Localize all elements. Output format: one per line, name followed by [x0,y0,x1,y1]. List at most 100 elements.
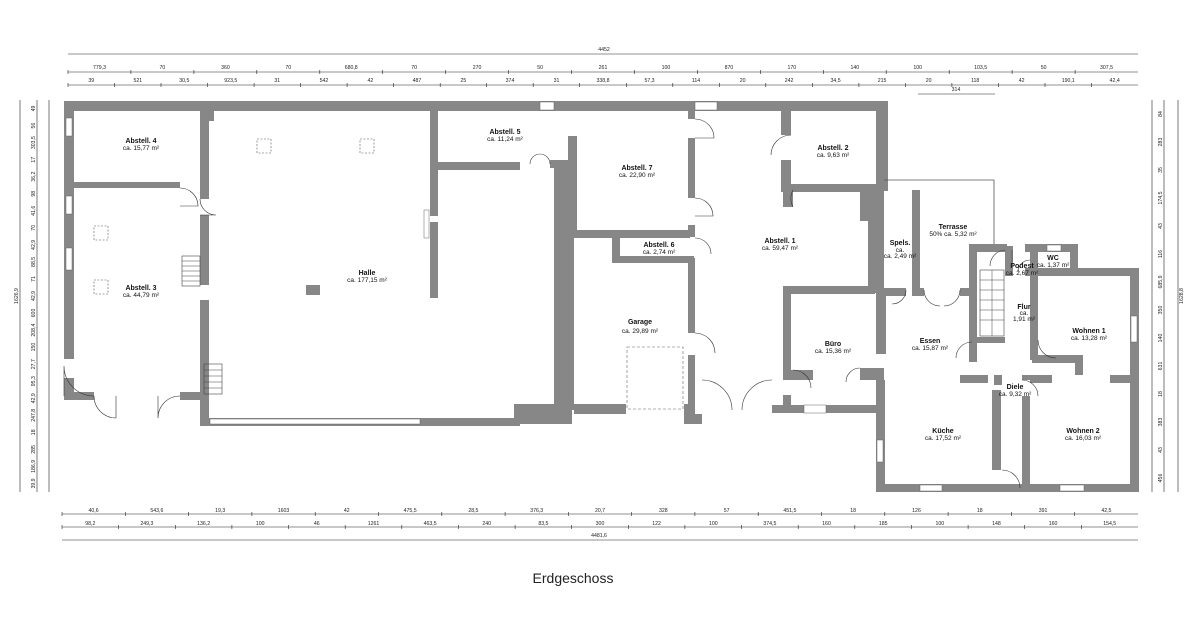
dim-bottom-row2-label: 160 [1049,521,1058,527]
room-abstell6-area: ca. 2,74 m² [643,249,676,256]
room-abstell1-name: Abstell. 1 [764,238,795,245]
dim-bottom-row1-label: 57 [724,508,730,514]
dim-top-row2-label: 39 [88,78,94,84]
garage-door-outline [626,346,684,410]
dim-bottom-row2-label: 83,5 [538,521,548,527]
room-flur-prefix: ca. [1020,310,1029,317]
dim-right-label: 174,5 [1158,191,1164,204]
dim-top-row2-label: 215 [878,78,887,84]
dim-left-label: 42,9 [31,240,37,250]
dim-bottom-row2-label: 463,5 [424,521,437,527]
room-spels-prefix: ca. [896,247,905,254]
dim-top-row2-label: 20 [740,78,746,84]
dim-left-label: 70 [31,225,37,231]
dim-top-row1-label: 870 [725,65,734,71]
dim-right-label: 631 [1158,362,1164,371]
walls [64,101,1139,492]
dim-right-label: 84 [1158,111,1164,117]
dim-left-label: 49 [31,106,37,112]
dim-top-row1-label: 103,5 [974,65,987,71]
dim-bottom-row1-label: 18 [850,508,856,514]
left-dimensions: 1626,9 4956303,51736,29841,67042,988,571… [14,100,50,492]
room-diele-area: ca. 9,32 m² [999,391,1032,398]
dim-top-row2-label: 31 [274,78,280,84]
room-terrasse-area: 50% ca. 5,32 m² [929,231,977,238]
dim-top-row2-label: 42 [368,78,374,84]
room-abstell7-area: ca. 22,90 m² [619,172,656,179]
room-terrasse-name: Terrasse [939,224,968,231]
dim-bottom-row1-label: 20,7 [595,508,605,514]
terrace-outline [884,179,1013,262]
dim-top-row1-label: 680,8 [345,65,358,71]
dim-right-label: 685,9 [1158,275,1164,288]
dim-left-label: 27,7 [31,359,37,369]
dim-top-row1-label: 100 [913,65,922,71]
dim-top-row1-label: 70 [285,65,291,71]
dim-top-row2-label: 42 [1019,78,1025,84]
dim-bottom-row1-label: 1603 [278,508,290,514]
dim-top-row2-label: 521 [133,78,142,84]
dim-right-label: 43 [1158,447,1164,453]
dim-left-label: 303,5 [31,136,37,149]
dim-right-label: 140 [1158,334,1164,343]
dim-left-label: 41,6 [31,206,37,216]
dim-top-row2-label: 31 [554,78,560,84]
dim-left-label: 285 [31,445,37,454]
dim-bottom-row1-label: 543,6 [150,508,163,514]
dim-top-row2-label: 42,4 [1110,78,1120,84]
room-abstell7-name: Abstell. 7 [621,165,652,172]
room-abstell4-area: ca. 15,77 m² [123,145,160,152]
room-abstell2-name: Abstell. 2 [817,145,848,152]
room-kueche-name: Küche [932,428,954,435]
dim-bottom-row2-label: 240 [482,521,491,527]
dim-bottom-row2-label: 122 [652,521,661,527]
room-podest-area: ca. 2,67 m² [1006,270,1039,277]
dim-bottom-total: 4481,6 [591,533,607,539]
dim-left-label: 186,9 [31,460,37,473]
dim-bottom-row2-label: 249,3 [140,521,153,527]
stairs [181,255,1005,395]
dim-bottom-row1-label: 19,3 [215,508,225,514]
dim-right-label: 43 [1158,223,1164,229]
dim-right-label: 350 [1158,306,1164,315]
dim-bottom-row1-label: 376,3 [530,508,543,514]
dim-top-row1-label: 50 [1041,65,1047,71]
dim-bottom-row2-label: 1261 [368,521,380,527]
room-flur-area: 1,91 m² [1013,316,1036,323]
dim-top-row1-label: 70 [411,65,417,71]
dim-bottom-row1-label: 42 [344,508,350,514]
dim-bottom-row2-label: 185 [879,521,888,527]
room-abstell3-area: ca. 44,79 m² [123,292,160,299]
room-kueche-area: ca. 17,52 m² [925,435,962,442]
dim-left-label: 150 [31,343,37,352]
room-buero-area: ca. 15,36 m² [815,348,852,355]
dim-bottom-row1-label: 328 [659,508,668,514]
dim-top-314: 314 [952,87,961,93]
dim-top-row2-label: 118 [971,78,979,84]
room-garage-name: Garage [628,319,652,326]
dim-left-label: 56 [31,123,37,129]
dim-top-row1-label: 140 [850,65,859,71]
dim-bottom-row2-label: 46 [314,521,320,527]
dim-top-row1-label: 270 [473,65,482,71]
room-abstell1-area: ca. 59,47 m² [762,245,799,252]
room-wohnen1-area: ca. 13,28 m² [1071,335,1108,342]
room-abstell6-name: Abstell. 6 [643,242,674,249]
dim-left-label: 17 [31,157,37,163]
room-wohnen2-area: ca. 16,03 m² [1065,435,1102,442]
dim-bottom-row1-label: 28,5 [468,508,478,514]
dim-left-label: 42,9 [31,291,37,301]
dim-right-label: 283 [1158,138,1164,147]
dim-top-row2-label: 338,8 [597,78,610,84]
dim-bottom-row2-label: 374,5 [763,521,776,527]
dim-bottom-row2-label: 100 [935,521,944,527]
room-abstell4-name: Abstell. 4 [125,138,156,145]
dim-top-row2-label: 487 [413,78,422,84]
dim-bottom-row1-label: 42,5 [1101,508,1111,514]
dim-left-label: 98 [31,191,37,197]
room-flur-name: Flur [1017,304,1030,311]
dim-top-row2-label: 57,3 [644,78,654,84]
dim-top-row2-label: 34,5 [831,78,841,84]
dim-bottom-row1-label: 451,5 [783,508,796,514]
